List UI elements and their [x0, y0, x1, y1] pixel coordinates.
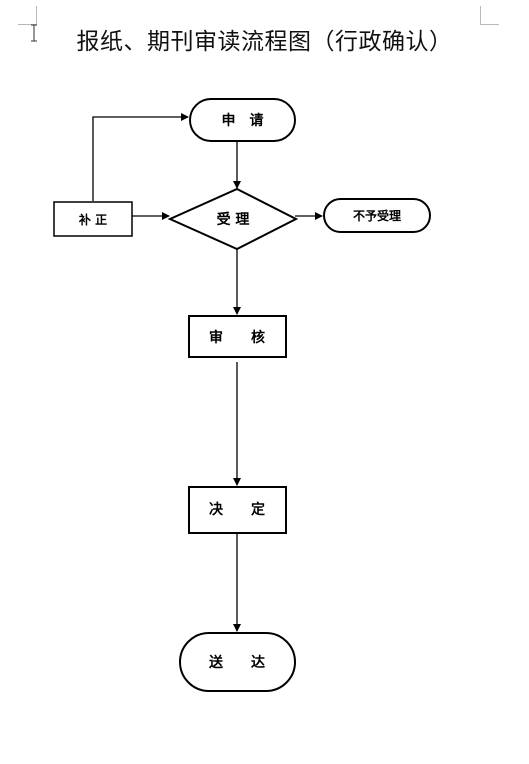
- node-accept: 受 理: [167, 187, 299, 251]
- node-deliver-label: 送 达: [208, 654, 265, 671]
- page-title: 报纸、期刊审读流程图（行政确认）: [76, 29, 453, 55]
- node-decide-label: 决 定: [209, 501, 265, 518]
- node-supplement: 补 正: [53, 201, 133, 237]
- node-supplement-label: 补 正: [78, 212, 107, 227]
- page-corner-mark-top-left: [18, 6, 37, 25]
- node-apply-label: 申 请: [222, 112, 264, 129]
- node-review-label: 审 核: [209, 329, 265, 346]
- node-accept-label: 受 理: [217, 211, 250, 228]
- node-reject: 不予受理: [323, 198, 431, 233]
- node-decide: 决 定: [188, 486, 287, 534]
- node-deliver: 送 达: [179, 632, 296, 692]
- text-cursor-icon: [31, 24, 37, 42]
- node-apply: 申 请: [189, 98, 296, 142]
- page-corner-mark-top-right: [480, 6, 499, 25]
- node-reject-label: 不予受理: [353, 208, 401, 223]
- arrow-supplement-to-apply: [92, 113, 189, 201]
- node-review: 审 核: [188, 315, 287, 358]
